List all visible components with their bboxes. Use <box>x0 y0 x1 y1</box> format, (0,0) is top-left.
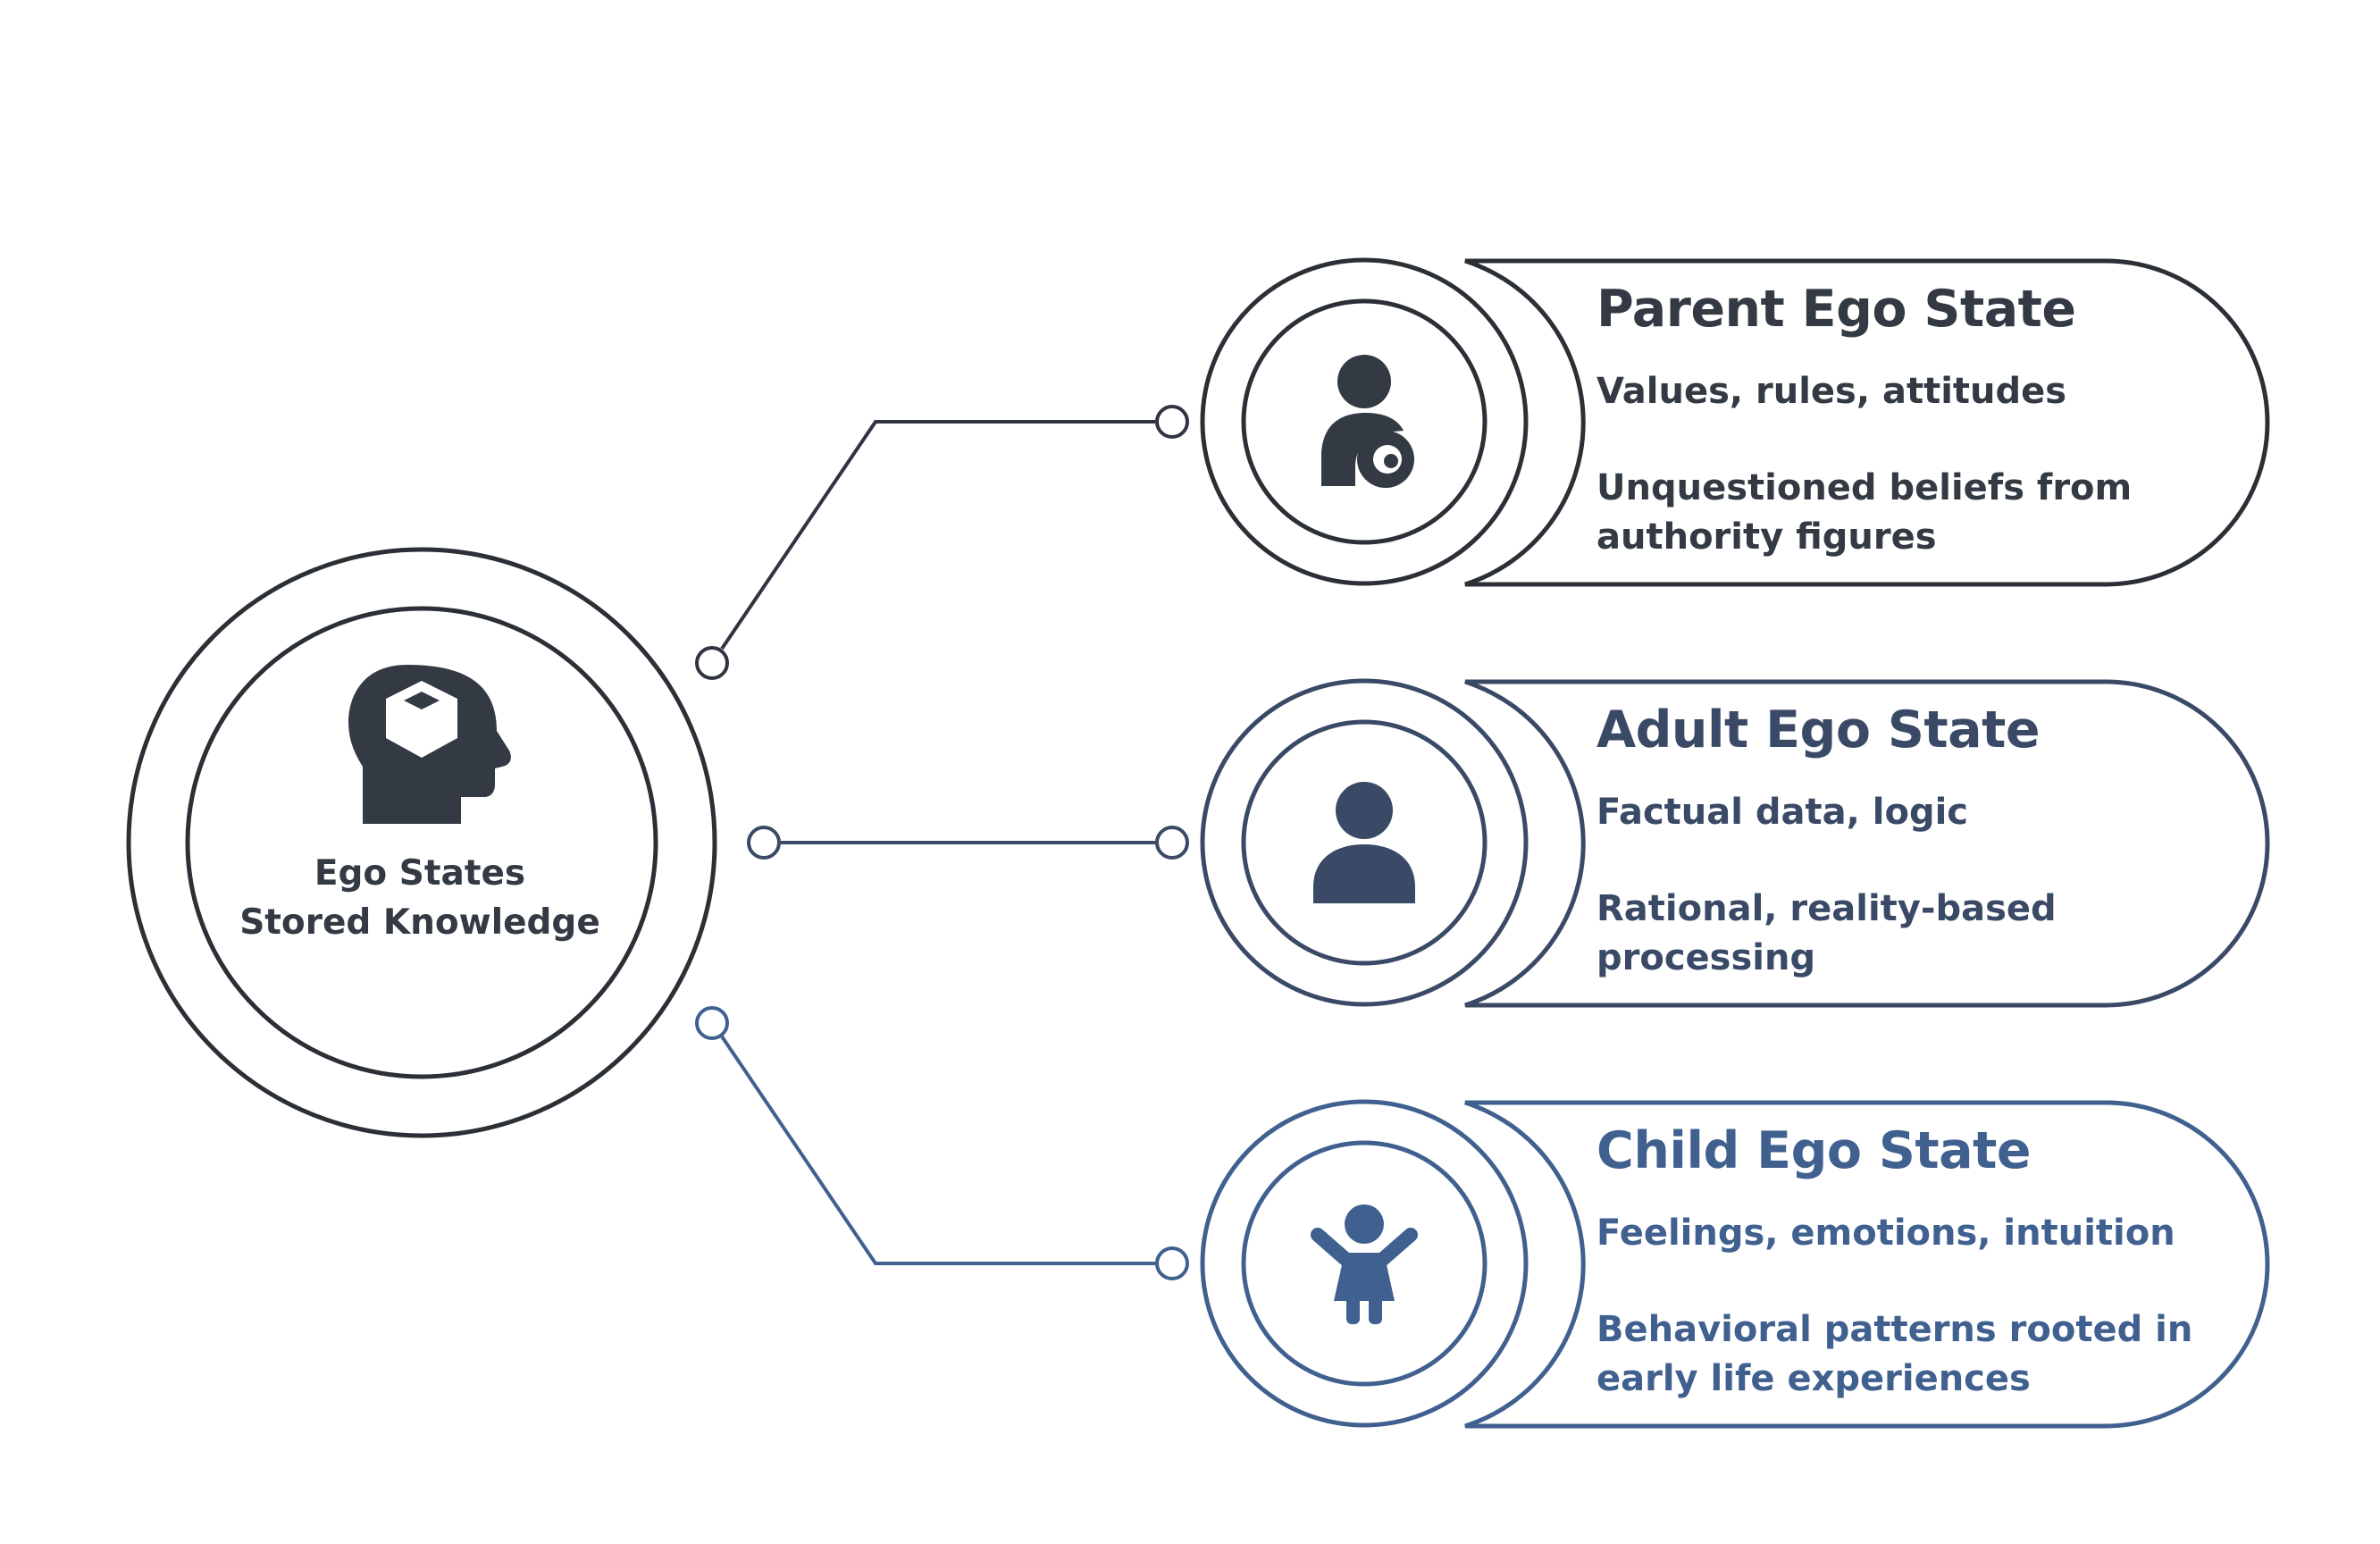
adult-card-text: Adult Ego State Factual data, logic Rati… <box>1596 701 2240 983</box>
center-label-line1: Ego States <box>314 853 526 894</box>
adult-card <box>1200 678 2270 1008</box>
connector-adult <box>747 826 1189 860</box>
head-cube-icon <box>348 665 511 824</box>
child-card-line1: Feelings, emotions, intuition <box>1596 1213 2175 1254</box>
child-arms-raised-icon <box>1311 1204 1418 1324</box>
parent-card <box>1200 257 2270 587</box>
connector-parent <box>695 405 1189 680</box>
connector-child <box>695 1006 1189 1280</box>
adult-card-line2: Rational, reality-based processing <box>1596 888 2057 978</box>
center-label-line2: Stored Knowledge <box>239 902 600 943</box>
adult-card-title: Adult Ego State <box>1596 701 2041 759</box>
parent-card-line2: Unquestioned beliefs from authority figu… <box>1596 467 2133 558</box>
child-card <box>1200 1099 2270 1429</box>
child-card-title: Child Ego State <box>1596 1121 2032 1180</box>
parent-card-text: Parent Ego State Values, rules, attitude… <box>1596 280 2240 562</box>
adult-card-line1: Factual data, logic <box>1596 792 1969 833</box>
child-card-text: Child Ego State Feelings, emotions, intu… <box>1596 1121 2240 1404</box>
adult-person-icon <box>1313 782 1415 903</box>
parent-card-title: Parent Ego State <box>1596 280 2076 339</box>
child-card-line2: Behavioral patterns rooted in early life… <box>1596 1309 2193 1399</box>
center-label: Ego States Stored Knowledge <box>223 849 616 947</box>
center-node <box>126 547 717 1138</box>
parent-holding-baby-icon <box>1321 355 1414 488</box>
parent-card-line1: Values, rules, attitudes <box>1596 371 2067 412</box>
